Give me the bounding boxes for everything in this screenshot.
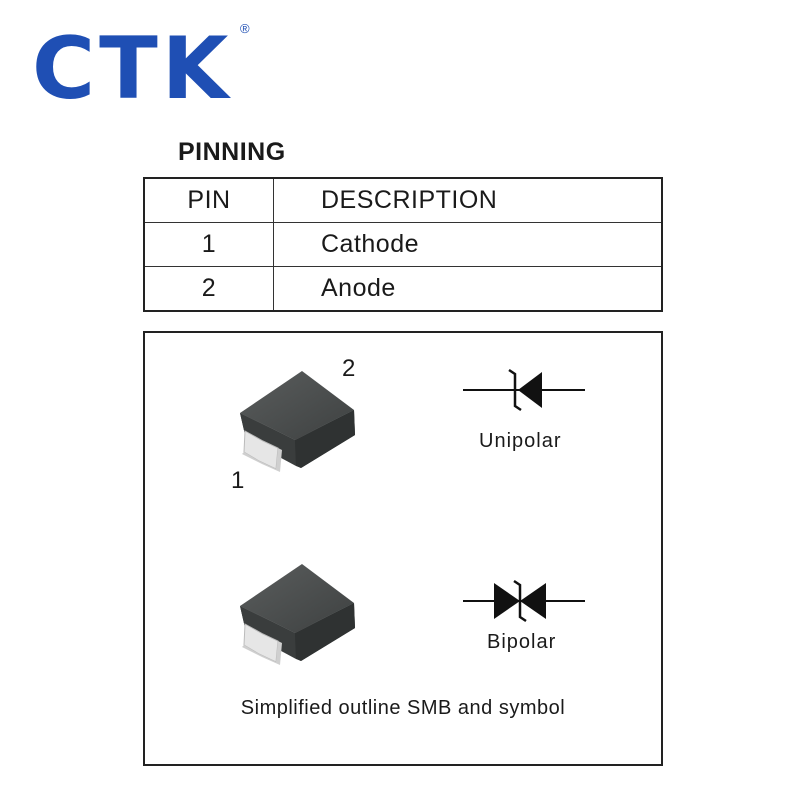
unipolar-tvs-symbol-icon bbox=[463, 368, 585, 412]
logo-text: CTK bbox=[32, 19, 233, 119]
unipolar-label: Unipolar bbox=[479, 430, 562, 452]
package-figure: 2 1 Unipolar Bipolar Simplified outline … bbox=[143, 331, 663, 766]
package-pin-1-label: 1 bbox=[231, 467, 245, 494]
pin-description: Cathode bbox=[273, 222, 663, 267]
registered-mark-icon: ® bbox=[240, 21, 250, 36]
figure-caption: Simplified outline SMB and symbol bbox=[240, 697, 566, 719]
table-row: 1 Cathode bbox=[143, 222, 663, 267]
pinning-table: PIN DESCRIPTION 1 Cathode 2 Anode bbox=[143, 177, 663, 312]
ctk-logo: CTK ® bbox=[30, 20, 280, 120]
header-description: DESCRIPTION bbox=[273, 177, 663, 223]
pin-description: Anode bbox=[273, 266, 663, 312]
package-pin-2-label: 2 bbox=[342, 355, 356, 382]
pin-number: 2 bbox=[143, 266, 274, 312]
smb-package-bipolar-icon bbox=[240, 564, 355, 665]
pin-number: 1 bbox=[143, 222, 274, 267]
header-pin: PIN bbox=[143, 177, 274, 223]
bipolar-tvs-symbol-icon bbox=[463, 579, 585, 623]
table-row: 2 Anode bbox=[143, 266, 663, 312]
package-drawing bbox=[240, 368, 585, 665]
bipolar-label: Bipolar bbox=[487, 631, 557, 653]
table-header-row: PIN DESCRIPTION bbox=[143, 177, 663, 223]
smb-package-unipolar-icon bbox=[240, 371, 355, 472]
section-title: PINNING bbox=[178, 138, 286, 166]
